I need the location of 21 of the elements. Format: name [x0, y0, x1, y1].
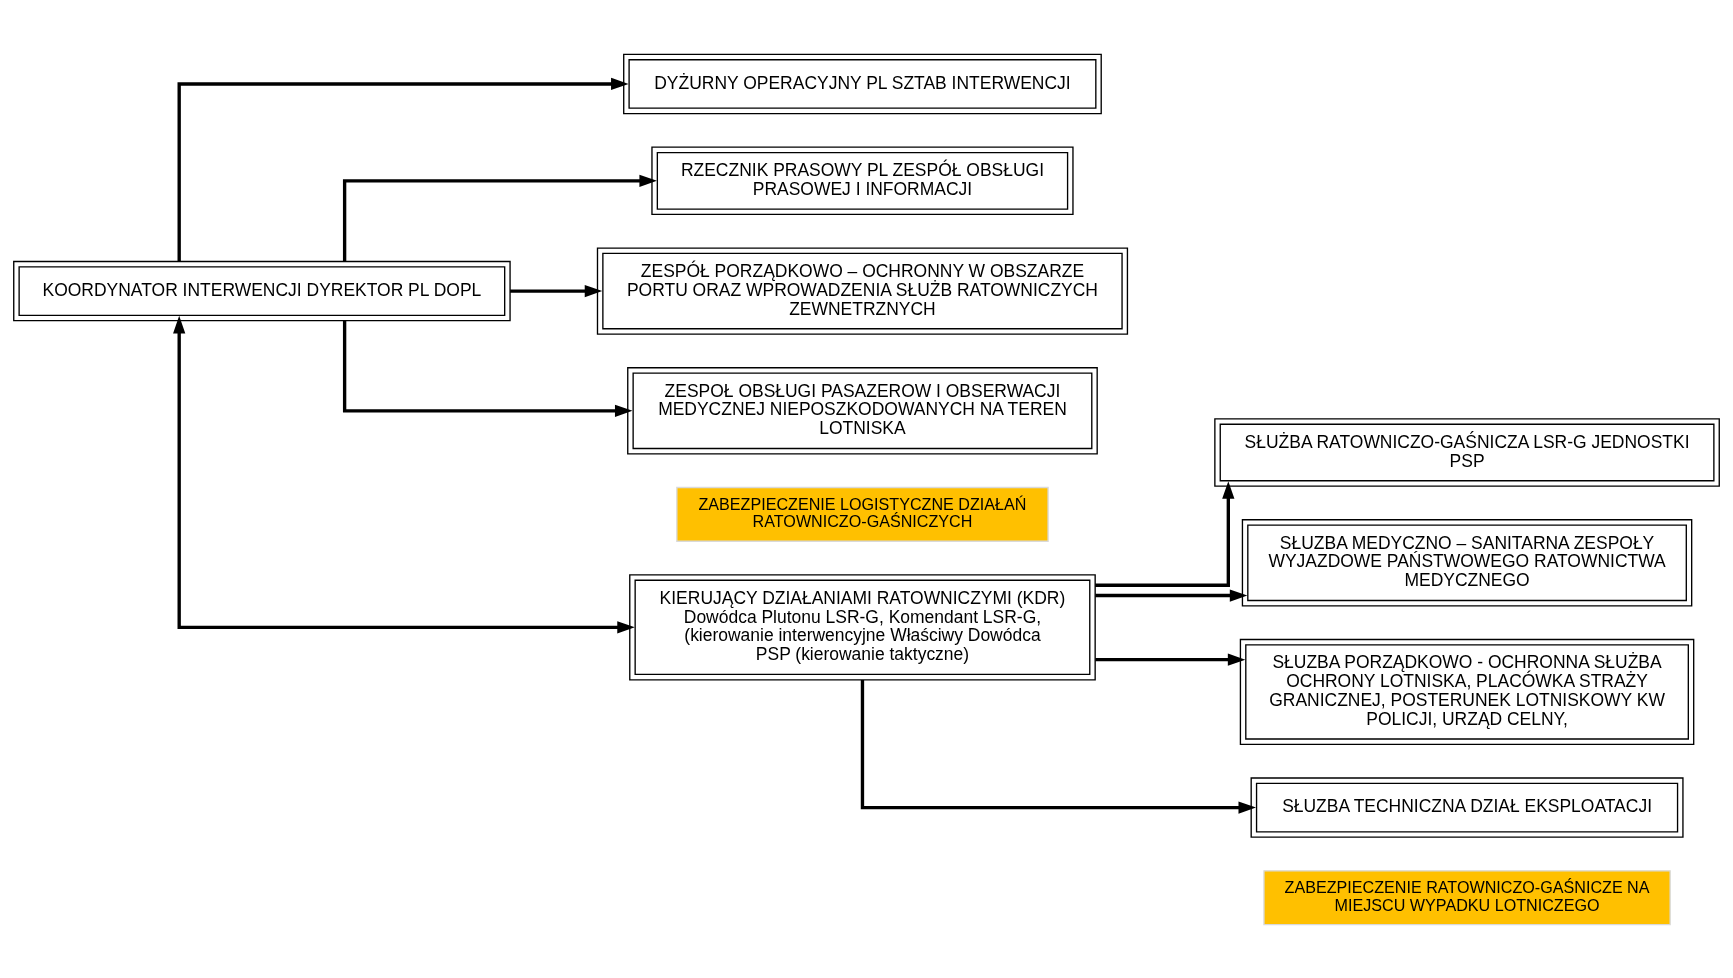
arrow	[1095, 480, 1235, 587]
node-box: SŁUŻBA RATOWNICZO-GAŚNICZA LSR-G JEDNOSTKI PSP	[1214, 417, 1720, 487]
node-box: SŁUZBA MEDYCZNO – SANITARNA ZESPOŁY WYJAZDOWE PAŃSTWOWEGO RATOWNICTWA MEDYCZNEGO	[1241, 518, 1693, 607]
node-box: SŁUZBA TECHNICZNA DZIAŁ EKSPLOATACJI	[1250, 776, 1684, 838]
node-box: KIERUJĄCY DZIAŁANIAMI RATOWNICZYMI (KDR) Dowódca Plutonu LSR-G, Komendant LSR-G, (kierowanie interwencyjne Właściwy Dowódca PSP (kierowanie taktyczne)	[629, 573, 1096, 680]
arrow	[1095, 588, 1248, 602]
node-box: KOORDYNATOR INTERWENCJI DYREKTOR PL DOPL	[13, 260, 511, 321]
node-box: ZESPOŁ OBSŁUGI PASAZEROW I OBSERWACJI MEDYCZNEJ NIEPOSZKODOWANYCH NA TEREN LOTNISKA	[627, 366, 1098, 455]
node-box: SŁUZBA PORZĄDKOWO - OCHRONNA SŁUŻBA OCHRONY LOTNISKA, PLACÓWKA STRAŻY GRANICZNEJ, POSTERUNEK LOTNISKOWY KW POLICJI, URZĄD CELNY,	[1239, 638, 1695, 745]
arrow	[1095, 653, 1246, 666]
arrow	[173, 315, 635, 633]
arrow	[510, 284, 603, 297]
arrow	[342, 320, 633, 417]
node-box: RZECZNIK PRASOWY PL ZESPÓŁ OBSŁUGI PRASOWEJ I INFORMACJI	[651, 146, 1074, 215]
arrow	[860, 679, 1256, 814]
arrow	[342, 174, 657, 261]
node-box: ZABEZPIECZENIE LOGISTYCZNE DZIAŁAŃ RATOWNICZO-GAŚNICZYCH	[676, 486, 1049, 542]
arrow	[177, 77, 629, 261]
node-box: DYŻURNY OPERACYJNY PL SZTAB INTERWENCJI	[623, 53, 1102, 114]
node-box: ZESPÓŁ PORZĄDKOWO – OCHRONNY W OBSZARZE PORTU ORAZ WPROWADZENIA SŁUŻB RATOWNICZYCH ZEWNETRZNYCH	[596, 246, 1129, 335]
node-box: ZABEZPIECZENIE RATOWNICZO-GAŚNICZE NA MIEJSCU WYPADKU LOTNICZEGO	[1263, 869, 1671, 925]
